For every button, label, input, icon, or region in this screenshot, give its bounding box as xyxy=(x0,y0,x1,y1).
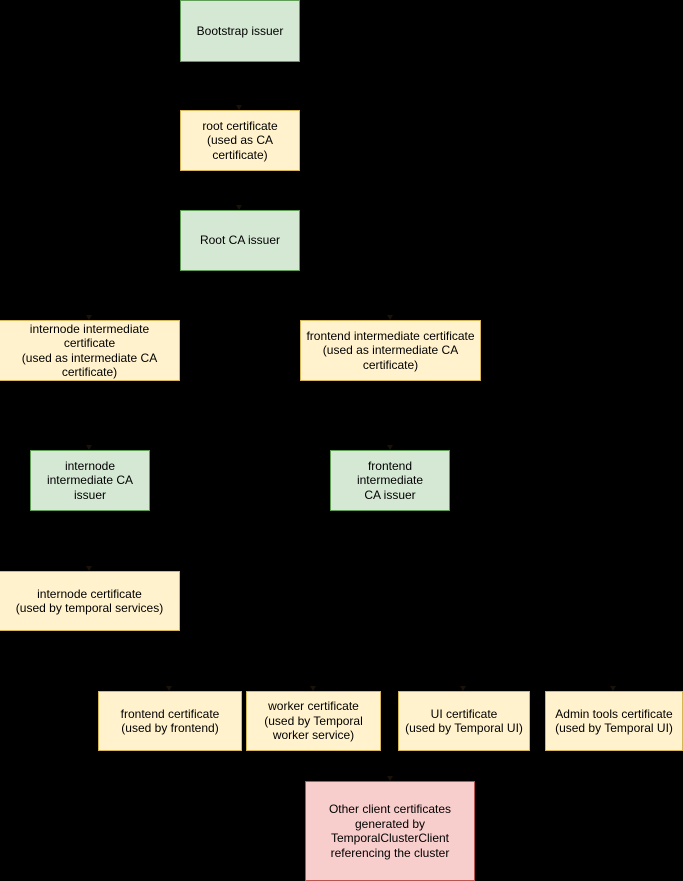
arrowhead-icon-internode-int-cert xyxy=(86,315,92,320)
arrowhead-icon-root-ca-issuer xyxy=(236,205,242,210)
node-label: internode certificate (used by temporal … xyxy=(15,586,164,616)
arrowhead-icon-worker-certificate xyxy=(310,686,316,691)
node-other-client-certificates[interactable]: Other client certificates generated by T… xyxy=(305,781,475,881)
edge-frontend-issuer-to-worker-cert xyxy=(313,671,314,691)
edge-internode-int-cert-to-issuer xyxy=(89,381,90,450)
node-worker-certificate[interactable]: worker certificate (used by Temporal wor… xyxy=(246,691,381,751)
node-root-ca-issuer[interactable]: Root CA issuer xyxy=(180,210,300,271)
node-label: Root CA issuer xyxy=(199,233,281,248)
arrowhead-icon-frontend-certificate xyxy=(166,686,172,691)
node-internode-intermediate-ca-issuer[interactable]: internode intermediate CA issuer xyxy=(30,450,150,511)
edge-root-ca-issuer-split xyxy=(89,296,391,297)
edge-internode-issuer-to-cert xyxy=(89,511,90,571)
node-label: frontend intermediate certificate (used … xyxy=(306,328,475,372)
edge-frontend-issuer-to-other-certs xyxy=(390,671,391,781)
arrowhead-icon-ui-certificate xyxy=(460,686,466,691)
edge-root-cert-to-root-ca-issuer xyxy=(239,171,240,210)
arrowhead-icon-other-client-certificates xyxy=(387,776,393,781)
edge-frontend-issuer-split xyxy=(169,671,614,672)
node-frontend-certificate[interactable]: frontend certificate (used by frontend) xyxy=(98,691,242,751)
node-label: Admin tools certificate (used by Tempora… xyxy=(555,706,673,736)
node-bootstrap-issuer[interactable]: Bootstrap issuer xyxy=(180,0,300,62)
edge-root-ca-to-frontend-int-cert xyxy=(390,296,391,320)
arrowhead-icon-admin-tools-certificate xyxy=(610,686,616,691)
node-frontend-intermediate-ca-issuer[interactable]: frontend intermediate CA issuer xyxy=(330,450,450,511)
arrowhead-icon-internode-ca-issuer xyxy=(86,445,92,450)
edge-bootstrap-to-root-cert xyxy=(239,62,240,110)
node-label: internode intermediate CA issuer xyxy=(46,458,134,502)
edge-frontend-issuer-down xyxy=(390,511,391,671)
node-label: worker certificate (used by Temporal wor… xyxy=(264,699,363,743)
edge-root-ca-to-internode-int-cert xyxy=(89,296,90,320)
edge-frontend-issuer-to-admin-cert xyxy=(613,671,614,691)
node-label: internode intermediate certificate (used… xyxy=(21,321,158,380)
node-label: frontend intermediate CA issuer xyxy=(356,458,424,502)
node-frontend-intermediate-certificate[interactable]: frontend intermediate certificate (used … xyxy=(300,320,481,381)
edge-frontend-issuer-to-frontend-cert xyxy=(169,671,170,691)
edge-root-ca-issuer-down xyxy=(239,271,240,296)
node-label: root certificate (used as CA certificate… xyxy=(202,118,278,162)
node-root-certificate[interactable]: root certificate (used as CA certificate… xyxy=(180,110,300,171)
node-label: frontend certificate (used by frontend) xyxy=(120,706,220,736)
edge-frontend-issuer-to-ui-cert xyxy=(463,671,464,691)
arrowhead-icon-internode-certificate xyxy=(86,566,92,571)
node-admin-tools-certificate[interactable]: Admin tools certificate (used by Tempora… xyxy=(545,691,683,751)
node-label: Other client certificates generated by T… xyxy=(328,802,452,860)
node-internode-intermediate-certificate[interactable]: internode intermediate certificate (used… xyxy=(0,320,180,381)
node-label: UI certificate (used by Temporal UI) xyxy=(405,706,523,736)
node-label: Bootstrap issuer xyxy=(196,23,284,38)
edge-frontend-int-cert-to-issuer xyxy=(390,381,391,450)
node-ui-certificate[interactable]: UI certificate (used by Temporal UI) xyxy=(398,691,530,751)
arrowhead-icon-frontend-int-cert xyxy=(387,315,393,320)
arrowhead-icon-frontend-ca-issuer xyxy=(387,445,393,450)
arrowhead-icon-root-certificate xyxy=(236,105,242,110)
node-internode-certificate[interactable]: internode certificate (used by temporal … xyxy=(0,571,180,631)
